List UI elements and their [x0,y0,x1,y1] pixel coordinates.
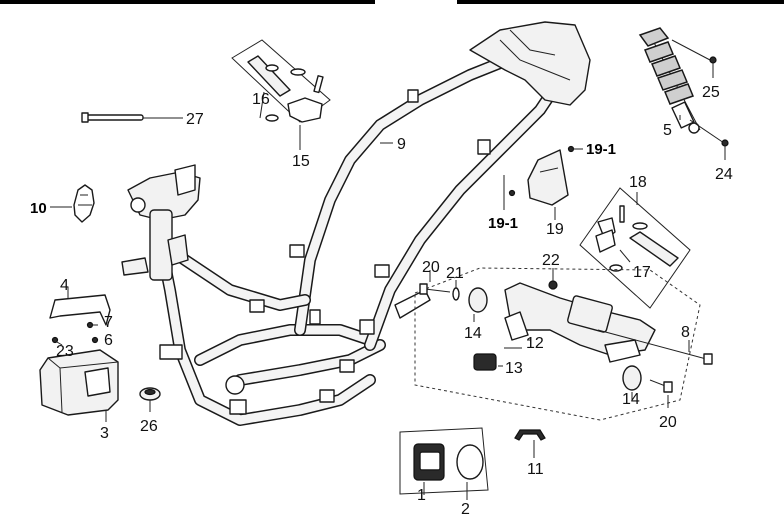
grommet-part-26 [139,387,161,412]
label-17: 17 [633,264,651,281]
engine-hanger-assembly [414,267,713,421]
label-14-lower: 14 [622,391,640,408]
label-26: 26 [140,418,158,435]
label-9: 9 [397,136,406,153]
label-1: 1 [417,487,426,504]
bolt-part-25 [709,56,717,78]
bracket-part-19 [503,145,583,220]
label-13: 13 [505,360,523,377]
label-19-1-right: 19-1 [586,141,616,158]
label-21: 21 [446,265,464,282]
label-10: 10 [30,200,47,217]
label-16: 16 [252,91,270,108]
bracket-kit-part-15 [231,39,331,150]
label-20-lower: 20 [659,414,677,431]
label-27: 27 [186,111,204,128]
bracket-kit-part-18 [579,187,691,309]
label-11: 11 [527,461,544,478]
label-4: 4 [60,277,69,294]
cable-tie-part-27 [81,112,183,123]
label-25: 25 [702,84,720,101]
label-23: 23 [56,343,74,360]
rubber-parts-1-2 [399,427,489,500]
label-2: 2 [461,501,470,518]
bolt-part-24 [721,139,729,160]
top-border-left [0,0,375,4]
label-12: 12 [526,335,544,352]
clip-part-11 [514,429,546,458]
battery-box-part-3 [39,287,119,422]
label-19-1-left: 19-1 [488,215,518,232]
top-border-right [457,0,784,4]
label-24: 24 [715,166,733,183]
label-8: 8 [681,324,690,341]
label-3: 3 [100,425,109,442]
label-7: 7 [104,314,113,331]
shock-absorber-part-5 [638,27,725,144]
label-14-upper: 14 [464,325,482,342]
label-19: 19 [546,221,564,238]
label-22: 22 [542,252,560,269]
label-18: 18 [629,174,647,191]
label-20-upper: 20 [422,259,440,276]
main-frame [121,21,591,426]
label-6: 6 [104,332,113,349]
label-5: 5 [663,122,672,139]
label-15: 15 [292,153,310,170]
clip-part-10 [50,184,95,223]
